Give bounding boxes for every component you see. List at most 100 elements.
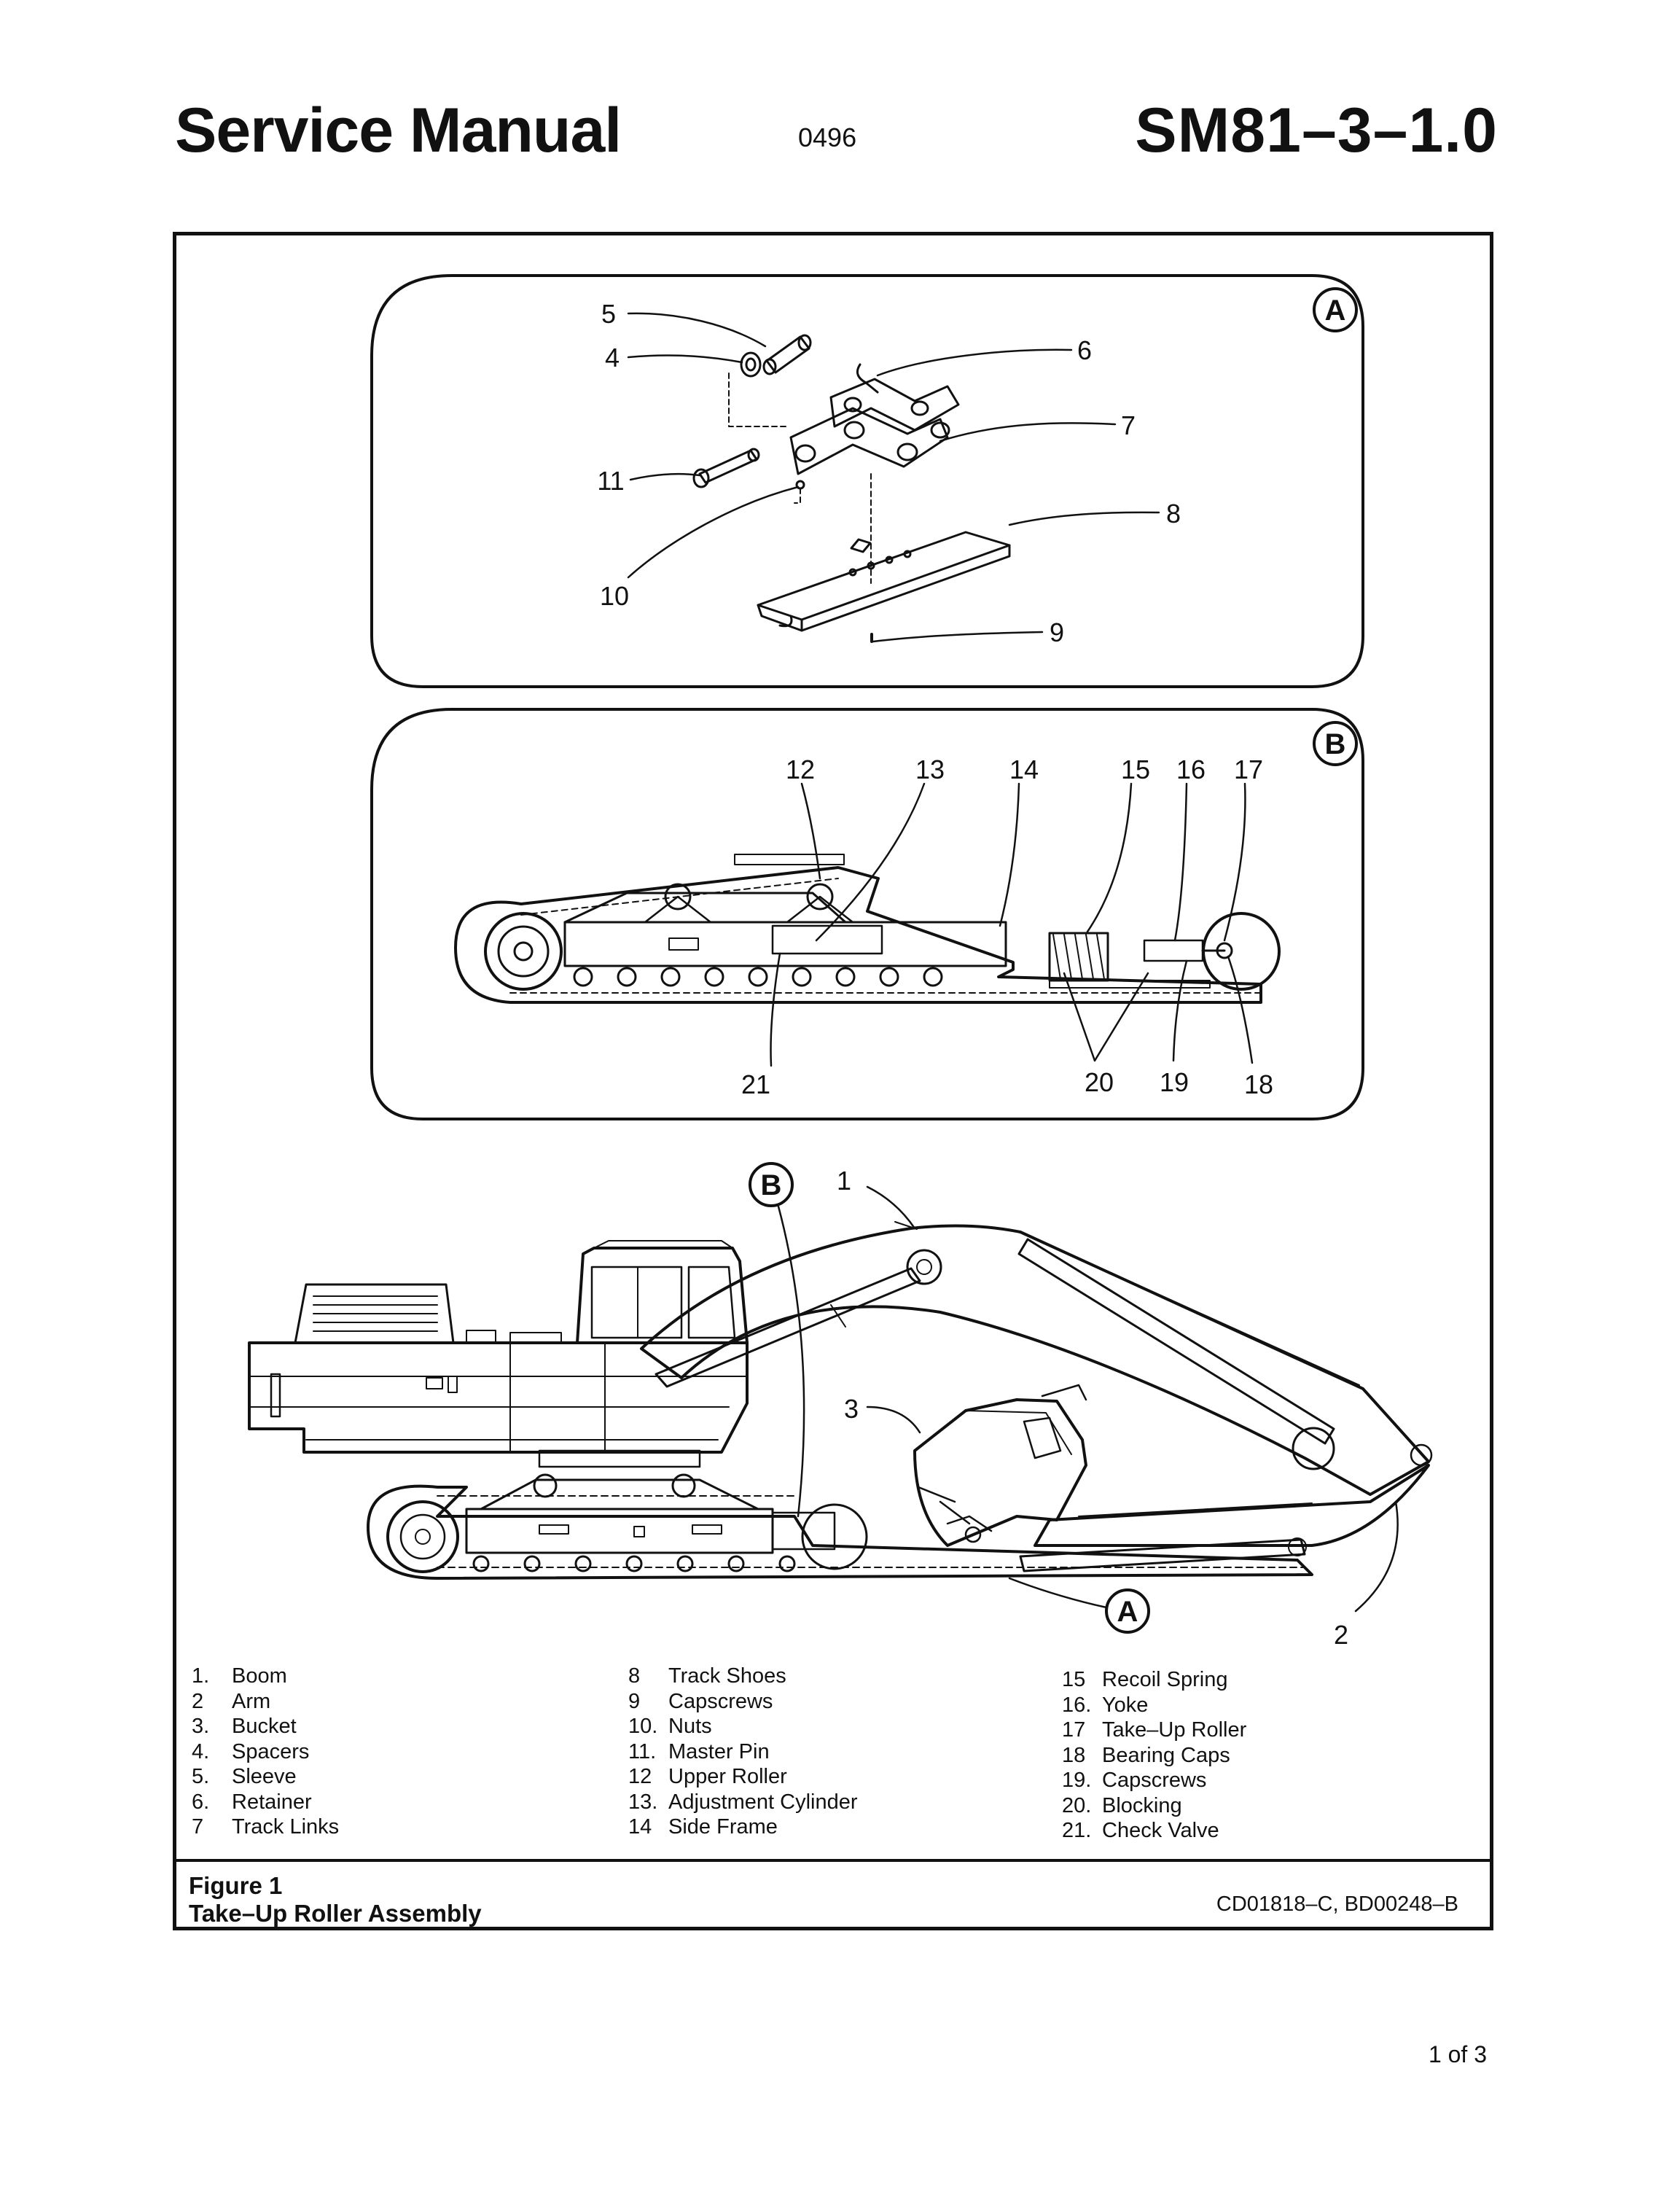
legend-label: Boom xyxy=(232,1664,287,1688)
callout-12: 12 xyxy=(786,755,815,784)
legend-number: 15 xyxy=(1062,1668,1086,1691)
legend-item: 21.Check Valve xyxy=(1062,1818,1246,1844)
page-number: 1 of 3 xyxy=(1428,2041,1487,2067)
figure-frame xyxy=(173,232,1493,1930)
legend-label: Yoke xyxy=(1102,1693,1149,1717)
callout-21: 21 xyxy=(741,1069,770,1099)
legend-number: 4. xyxy=(192,1739,210,1763)
legend-label: Bucket xyxy=(232,1715,297,1738)
document-number: SM81–3–1.0 xyxy=(1135,95,1498,165)
legend-label: Arm xyxy=(232,1689,271,1713)
callout-18: 18 xyxy=(1244,1069,1273,1099)
legend-item: 1. Boom xyxy=(192,1664,339,1689)
legend-label: Track Shoes xyxy=(668,1664,786,1688)
master-pin-drawing xyxy=(692,448,760,488)
revision-code: 0496 xyxy=(798,122,857,152)
legend-item: 16. Yoke xyxy=(1062,1693,1246,1718)
legend-label: Capscrews xyxy=(668,1689,773,1713)
manual-title: Service Manual xyxy=(175,95,622,165)
legend-label: Nuts xyxy=(668,1715,712,1738)
legend-item: 7 Track Links xyxy=(192,1814,339,1840)
legend-item: 11. Master Pin xyxy=(628,1739,858,1765)
callout-2: 2 xyxy=(1334,1620,1348,1650)
legend-label: Bearing Caps xyxy=(1102,1743,1230,1767)
legend-item: 6. Retainer xyxy=(192,1790,339,1815)
callout-13: 13 xyxy=(915,755,945,784)
panel-b: B xyxy=(370,708,1364,1120)
legend-label: Blocking xyxy=(1102,1793,1182,1817)
legend-number: 14 xyxy=(628,1815,652,1839)
spacer-drawing xyxy=(740,351,762,378)
callout-5: 5 xyxy=(601,299,616,329)
legend-label: Take–Up Roller xyxy=(1102,1718,1247,1742)
legend-item: 4. Spacers xyxy=(192,1739,339,1765)
callout-20: 20 xyxy=(1085,1067,1114,1097)
legend-item: 14 Side Frame xyxy=(628,1814,858,1840)
legend-number: 8 xyxy=(628,1664,641,1688)
legend-item: 13. Adjustment Cylinder xyxy=(628,1790,858,1815)
legend-label: Master Pin xyxy=(668,1739,770,1763)
legend-label: Adjustment Cylinder xyxy=(668,1790,858,1814)
callout-17: 17 xyxy=(1234,755,1263,784)
legend-item: 20. Blocking xyxy=(1062,1793,1246,1819)
legend-item: 12 Upper Roller xyxy=(628,1764,858,1790)
callout-10: 10 xyxy=(600,581,629,611)
panel-b-marker xyxy=(1313,721,1358,766)
legend-label: Capscrews xyxy=(1102,1769,1207,1792)
legend-number: 12 xyxy=(628,1765,652,1788)
figure-title: Take–Up Roller Assembly xyxy=(189,1900,482,1927)
legend-number: 20. xyxy=(1062,1793,1092,1817)
legend-item: 18 Bearing Caps xyxy=(1062,1743,1246,1769)
legend-item: 3. Bucket xyxy=(192,1714,339,1739)
callout-19: 19 xyxy=(1160,1067,1189,1097)
legend-number: 13. xyxy=(628,1790,658,1814)
excavator-drawing: B A 1 3 2 xyxy=(248,1162,1433,1650)
callout-a-letter: A xyxy=(1117,1596,1138,1628)
callout-9: 9 xyxy=(1050,617,1064,647)
legend-label: Sleeve xyxy=(232,1765,297,1788)
callout-15: 15 xyxy=(1121,755,1150,784)
track-shoe-drawing xyxy=(757,531,1011,632)
legend-number: 16. xyxy=(1062,1693,1092,1717)
legend-number: 3. xyxy=(192,1715,210,1738)
legend-label: Spacers xyxy=(232,1739,310,1763)
legend-label: Check Valve xyxy=(1102,1819,1219,1842)
legend-number: 17 xyxy=(1062,1718,1086,1742)
panel-a: A xyxy=(370,274,1364,688)
legend-number: 6. xyxy=(192,1790,210,1814)
callout-a-marker xyxy=(1105,1588,1150,1634)
legend-label: Upper Roller xyxy=(668,1765,787,1788)
panel-a-marker xyxy=(1313,287,1358,332)
legend-number: 19. xyxy=(1062,1769,1092,1792)
callout-b-marker xyxy=(749,1162,794,1207)
callout-b-letter: B xyxy=(761,1169,782,1201)
legend-label: Side Frame xyxy=(668,1815,778,1839)
legend-number: 10. xyxy=(628,1715,658,1738)
figure-caption: Figure 1 Take–Up Roller Assembly CD01818… xyxy=(173,1859,1493,1930)
callout-6: 6 xyxy=(1077,335,1092,365)
legend-number: 11. xyxy=(628,1739,657,1763)
legend-number: 18 xyxy=(1062,1743,1086,1767)
figure-number: Figure 1 xyxy=(189,1872,283,1899)
legend-number: 2 xyxy=(192,1689,204,1713)
sleeve-drawing xyxy=(762,334,812,375)
callout-11: 11 xyxy=(597,466,624,496)
callout-3: 3 xyxy=(844,1394,859,1424)
legend-column-2: 8 Track Shoes 9 Capscrews 10. Nuts 11. Maste… xyxy=(628,1664,858,1840)
undercarriage-detail-drawing xyxy=(454,854,1281,1004)
legend-number: 1. xyxy=(192,1664,210,1688)
callout-16: 16 xyxy=(1176,755,1206,784)
callout-7: 7 xyxy=(1121,410,1136,440)
legend-label: Retainer xyxy=(232,1790,312,1814)
legend-label: Track Links xyxy=(232,1815,340,1839)
legend-item: 17 Take–Up Roller xyxy=(1062,1718,1246,1743)
callout-1: 1 xyxy=(837,1166,851,1196)
panel-a-letter: A xyxy=(1325,295,1346,327)
legend-number: 9 xyxy=(628,1689,641,1713)
legend-number: 5. xyxy=(192,1765,210,1788)
legend-item: 19. Capscrews xyxy=(1062,1768,1246,1793)
panel-b-letter: B xyxy=(1325,728,1346,760)
legend-number: 7 xyxy=(192,1815,204,1839)
